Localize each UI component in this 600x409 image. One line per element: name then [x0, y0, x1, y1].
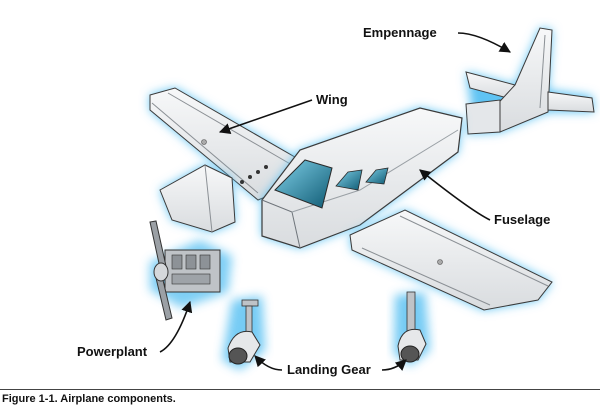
powerplant-label: Powerplant — [77, 344, 148, 359]
landing-gear-left-arrow — [254, 355, 283, 371]
empennage — [465, 27, 595, 135]
caption-divider — [0, 389, 600, 390]
fuselage — [261, 107, 463, 249]
empennage-arrow — [457, 32, 511, 53]
powerplant — [149, 220, 232, 321]
wing-label: Wing — [316, 92, 348, 107]
wing-arrow — [218, 99, 313, 134]
fuselage-arrow — [419, 169, 491, 221]
empennage-label: Empennage — [363, 25, 437, 40]
landing-gear-left — [222, 296, 265, 370]
landing-gear-right-arrow — [381, 359, 407, 371]
landing-gear-right — [394, 291, 430, 366]
engine-cowling — [159, 164, 236, 233]
landing-gear-label: Landing Gear — [287, 362, 371, 377]
right-wing — [349, 209, 553, 311]
fuselage-label: Fuselage — [494, 212, 551, 227]
leader-lines — [159, 32, 511, 371]
figure-caption: Figure 1-1. Airplane components. — [2, 393, 176, 405]
powerplant-arrow — [159, 300, 193, 353]
